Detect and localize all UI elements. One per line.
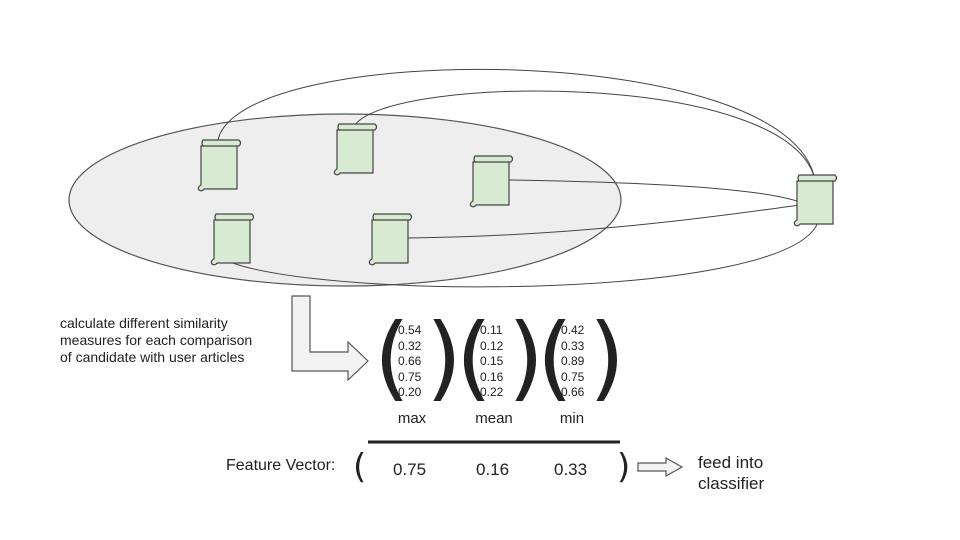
feature-vector-value-max: 0.75 — [393, 460, 427, 479]
vector-mean-value: 0.16 — [480, 369, 504, 384]
vector-max-values: 0.54 0.32 0.66 0.75 0.20 — [398, 323, 421, 401]
candidate-article-scroll-icon — [793, 174, 838, 227]
feed-into-classifier-text: feed into classifier — [698, 453, 765, 493]
vector-mean-value: 0.22 — [480, 385, 504, 399]
vector-max-value: 0.20 — [398, 385, 422, 399]
feature-vector-left-paren: ( — [353, 447, 367, 487]
feature-vector-value-mean: 0.16 — [476, 460, 510, 479]
comparison-lines — [217, 68, 819, 288]
vector-mean-values: 0.11 0.12 0.15 0.16 0.22 — [480, 323, 503, 401]
vector-min-values: 0.42 0.33 0.89 0.75 0.66 — [561, 323, 584, 401]
vector-mean-right-paren: ) — [508, 304, 544, 411]
vector-min-value: 0.33 — [561, 338, 585, 353]
vector-max-value: 0.54 — [398, 323, 422, 337]
bent-arrow-icon — [291, 295, 369, 382]
vector-mean-value: 0.15 — [480, 354, 504, 368]
vector-min-value: 0.75 — [561, 369, 585, 384]
vector-min-value: 0.66 — [561, 385, 585, 399]
vector-mean-label: mean — [475, 410, 513, 427]
vector-min-right-paren: ) — [589, 304, 625, 411]
feature-vector-right-paren: ) — [617, 447, 631, 487]
vector-max-right-paren: ) — [426, 304, 462, 411]
vector-min-left-paren: ( — [537, 304, 573, 411]
user-article-5-scroll-icon — [368, 213, 413, 266]
vector-mean-value: 0.12 — [480, 338, 504, 353]
vector-min-value: 0.42 — [561, 323, 585, 337]
vector-max-value: 0.66 — [398, 354, 422, 368]
vector-min-label: min — [559, 410, 585, 427]
connection-line-5 — [229, 221, 819, 288]
vector-mean-left-paren: ( — [456, 304, 492, 411]
connection-line-4 — [407, 204, 801, 239]
vector-max-label: max — [397, 410, 427, 427]
vector-max-value: 0.32 — [398, 338, 422, 353]
vector-max-value: 0.75 — [398, 369, 422, 384]
vector-min-value: 0.89 — [561, 354, 585, 368]
arrow-right-icon — [637, 456, 684, 478]
user-article-2-scroll-icon — [333, 123, 378, 176]
vector-mean-value: 0.11 — [480, 323, 503, 337]
connection-line-2 — [354, 90, 816, 181]
feature-vector-label: Feature Vector: — [226, 457, 336, 474]
similarity-description: calculate different similarity measures … — [60, 315, 253, 365]
user-article-4-scroll-icon — [210, 213, 255, 266]
connection-line-1 — [217, 68, 816, 181]
connection-line-3 — [507, 179, 801, 203]
vector-max-left-paren: ( — [374, 304, 410, 411]
user-article-1-scroll-icon — [197, 139, 242, 192]
feature-vector-value-min: 0.33 — [554, 460, 588, 479]
user-article-3-scroll-icon — [469, 155, 514, 208]
